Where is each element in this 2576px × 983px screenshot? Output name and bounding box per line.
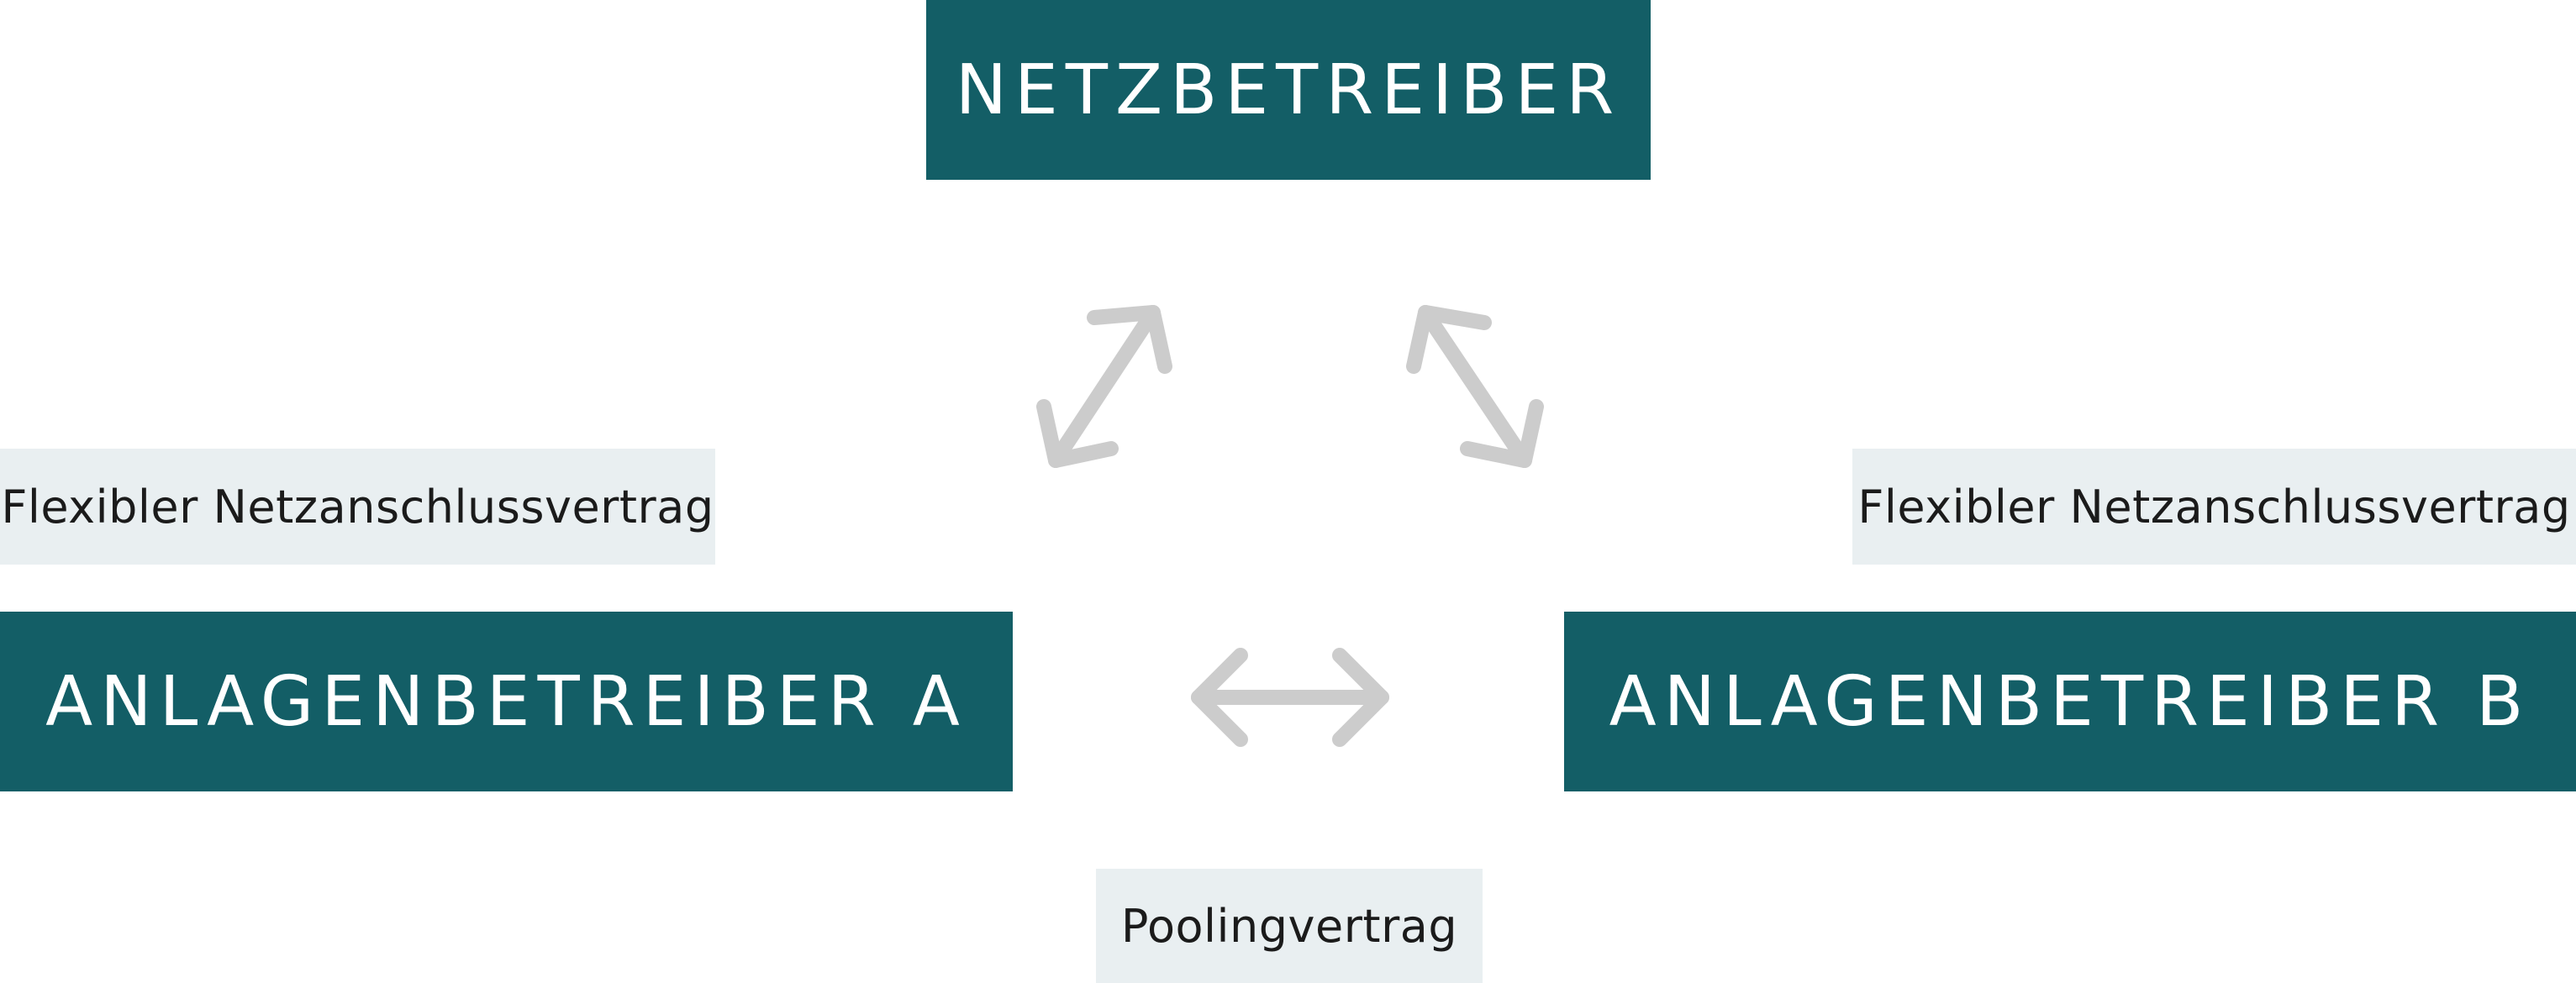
double-arrow-left-icon xyxy=(1036,305,1172,468)
contract-left-box: Flexibler Netzanschlussvertrag xyxy=(0,449,715,565)
pooling-contract-box: Poolingvertrag xyxy=(1096,869,1483,983)
contract-right-label: Flexibler Netzanschlussvertrag xyxy=(1857,480,2571,534)
operator-a-label: ANLAGENBETREIBER A xyxy=(45,661,967,742)
pooling-contract-label: Poolingvertrag xyxy=(1120,899,1458,953)
contract-left-label: Flexibler Netzanschlussvertrag xyxy=(1,480,714,534)
grid-operator-label: NETZBETREIBER xyxy=(955,50,1622,130)
operator-a-box: ANLAGENBETREIBER A xyxy=(0,612,1013,791)
grid-operator-box: NETZBETREIBER xyxy=(926,0,1651,180)
double-arrow-right-icon xyxy=(1406,305,1544,468)
double-arrow-horizontal-icon xyxy=(1191,648,1389,747)
operator-b-box: ANLAGENBETREIBER B xyxy=(1564,612,2576,791)
contract-right-box: Flexibler Netzanschlussvertrag xyxy=(1852,449,2576,565)
operator-b-label: ANLAGENBETREIBER B xyxy=(1609,661,2531,742)
